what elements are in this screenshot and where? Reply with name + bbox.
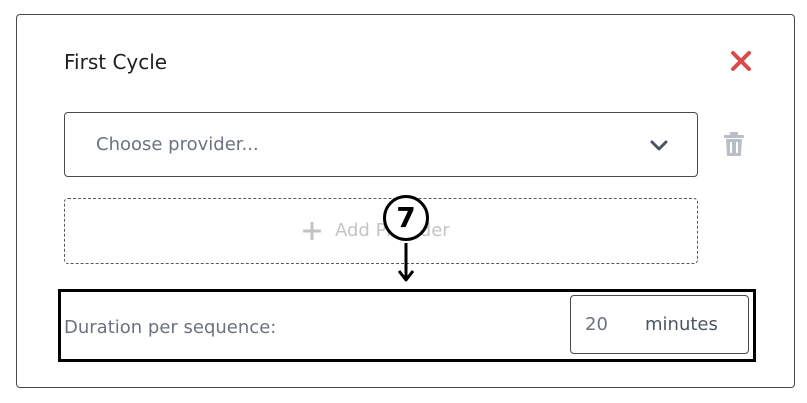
provider-select[interactable]: Choose provider... [64,112,698,177]
add-provider-button[interactable]: Add Provider [64,198,698,264]
arrow-down-icon [397,243,415,282]
plus-icon [303,222,321,240]
delete-provider-button[interactable] [722,131,746,157]
chevron-down-icon [650,140,668,151]
duration-unit: minutes [645,314,718,335]
close-icon [731,51,751,71]
duration-field: minutes [570,295,749,354]
duration-label: Duration per sequence: [64,317,277,338]
close-button[interactable] [728,48,754,74]
annotation-highlight-box [58,289,756,362]
dialog-title: First Cycle [64,50,168,74]
annotation-number-badge: 7 [383,195,429,241]
provider-select-placeholder: Choose provider... [96,134,259,155]
duration-input[interactable] [581,310,639,338]
trash-icon [724,132,744,156]
